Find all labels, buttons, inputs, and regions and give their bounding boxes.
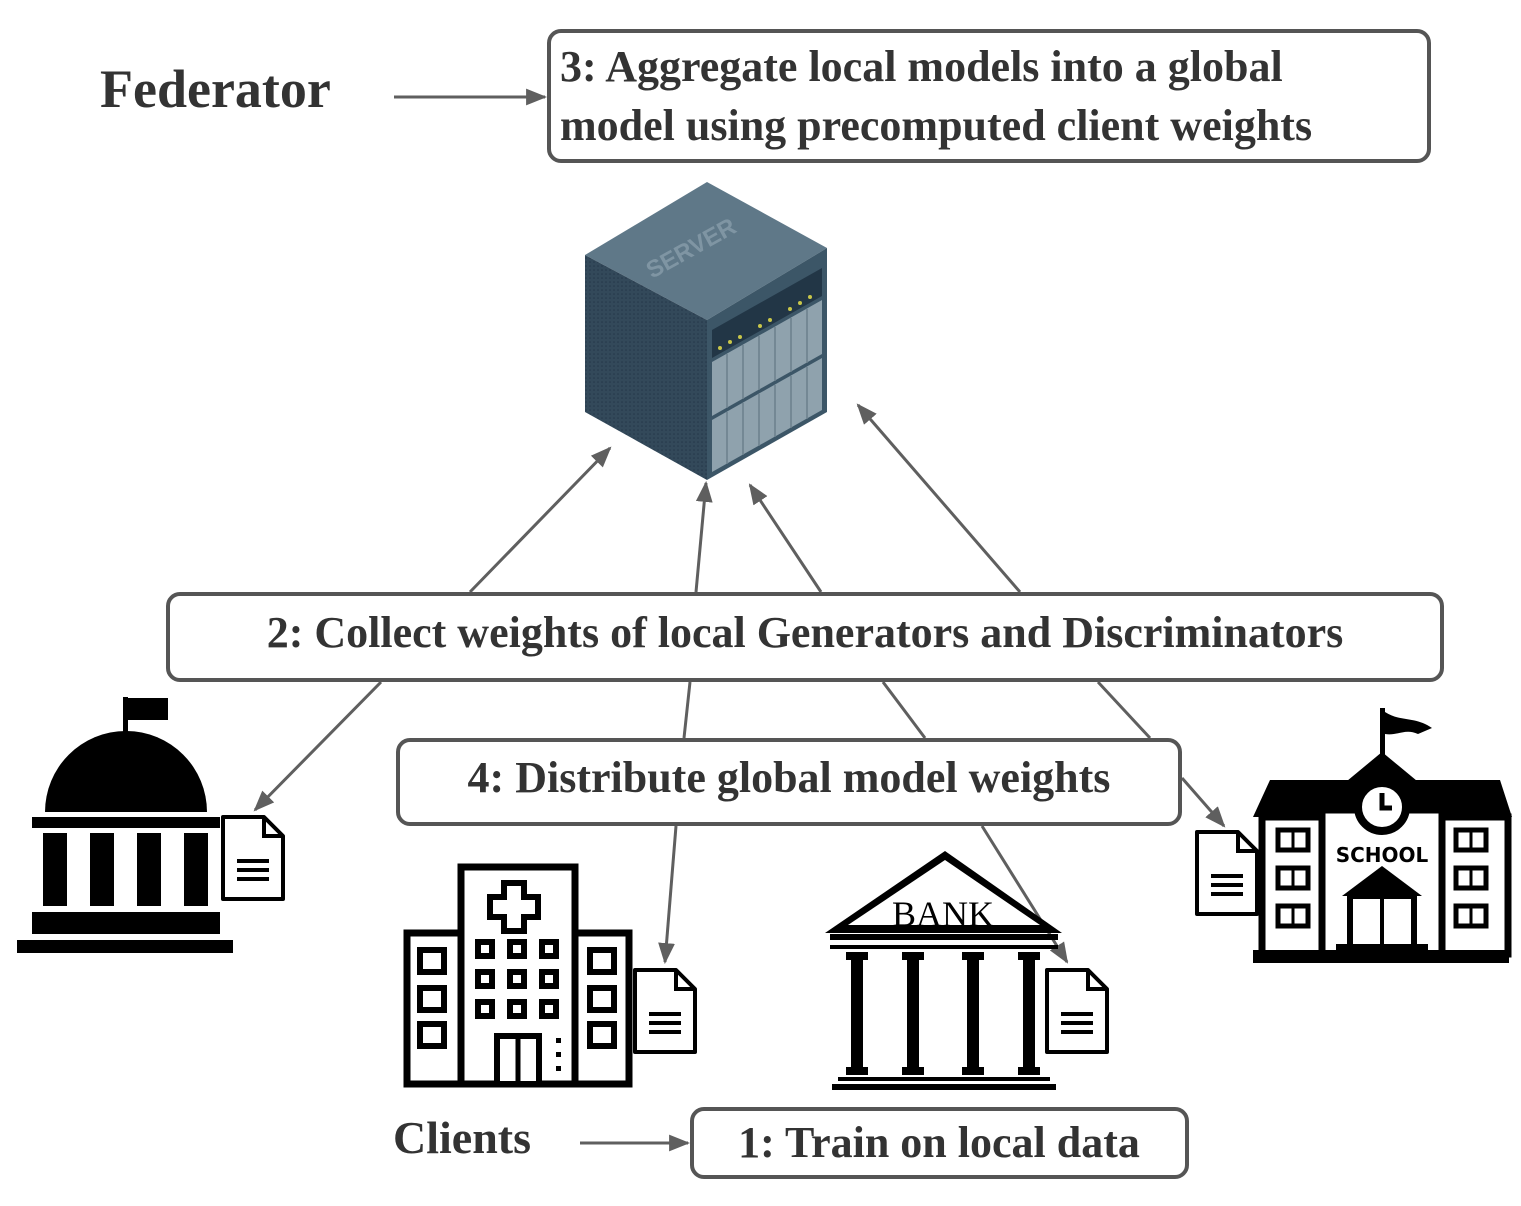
school-label: SCHOOL bbox=[1336, 843, 1429, 867]
arrow-server-to-hospital-a bbox=[682, 681, 692, 739]
step2-box: 2: Collect weights of local Generators a… bbox=[166, 592, 1444, 682]
server-icon: SERVER bbox=[585, 182, 827, 480]
document-icon bbox=[633, 968, 697, 1054]
arrow-govt-to-server bbox=[468, 446, 612, 594]
step3-box: 3: Aggregate local models into a global … bbox=[547, 29, 1431, 163]
step3-line2: model using precomputed client weights bbox=[560, 101, 1312, 150]
arrow-server-to-bank-a bbox=[881, 681, 927, 739]
arrow-server-to-school-b bbox=[1180, 777, 1226, 828]
step2-label: 2: Collect weights of local Generators a… bbox=[267, 608, 1344, 657]
federator-label: Federator bbox=[100, 59, 331, 119]
step1-label: 1: Train on local data bbox=[738, 1118, 1140, 1167]
bank-icon: BANK bbox=[825, 851, 1062, 1090]
arrow-server-to-govt bbox=[253, 680, 383, 812]
arrow-bank-to-server bbox=[748, 483, 823, 593]
school-icon: SCHOOL bbox=[1253, 708, 1512, 963]
step1-box: 1: Train on local data bbox=[690, 1107, 1189, 1179]
step4-label: 4: Distribute global model weights bbox=[468, 753, 1111, 802]
server-front-bays bbox=[712, 268, 822, 472]
step4-box: 4: Distribute global model weights bbox=[396, 738, 1182, 826]
hospital-icon bbox=[403, 863, 633, 1088]
bank-label: BANK bbox=[892, 894, 994, 934]
document-icon bbox=[221, 815, 285, 901]
clients-label: Clients bbox=[393, 1112, 531, 1163]
document-icon bbox=[1045, 968, 1109, 1054]
arrow-server-to-hospital-b bbox=[658, 825, 678, 965]
arrow-server-to-school-a bbox=[1096, 680, 1152, 740]
arrow-hospital-to-server bbox=[694, 480, 713, 593]
document-icon bbox=[1195, 830, 1259, 916]
government-building-icon bbox=[17, 697, 233, 953]
step3-line1: 3: Aggregate local models into a global bbox=[560, 42, 1283, 91]
arrows bbox=[253, 88, 1226, 1152]
arrow-school-to-server bbox=[856, 403, 1022, 593]
